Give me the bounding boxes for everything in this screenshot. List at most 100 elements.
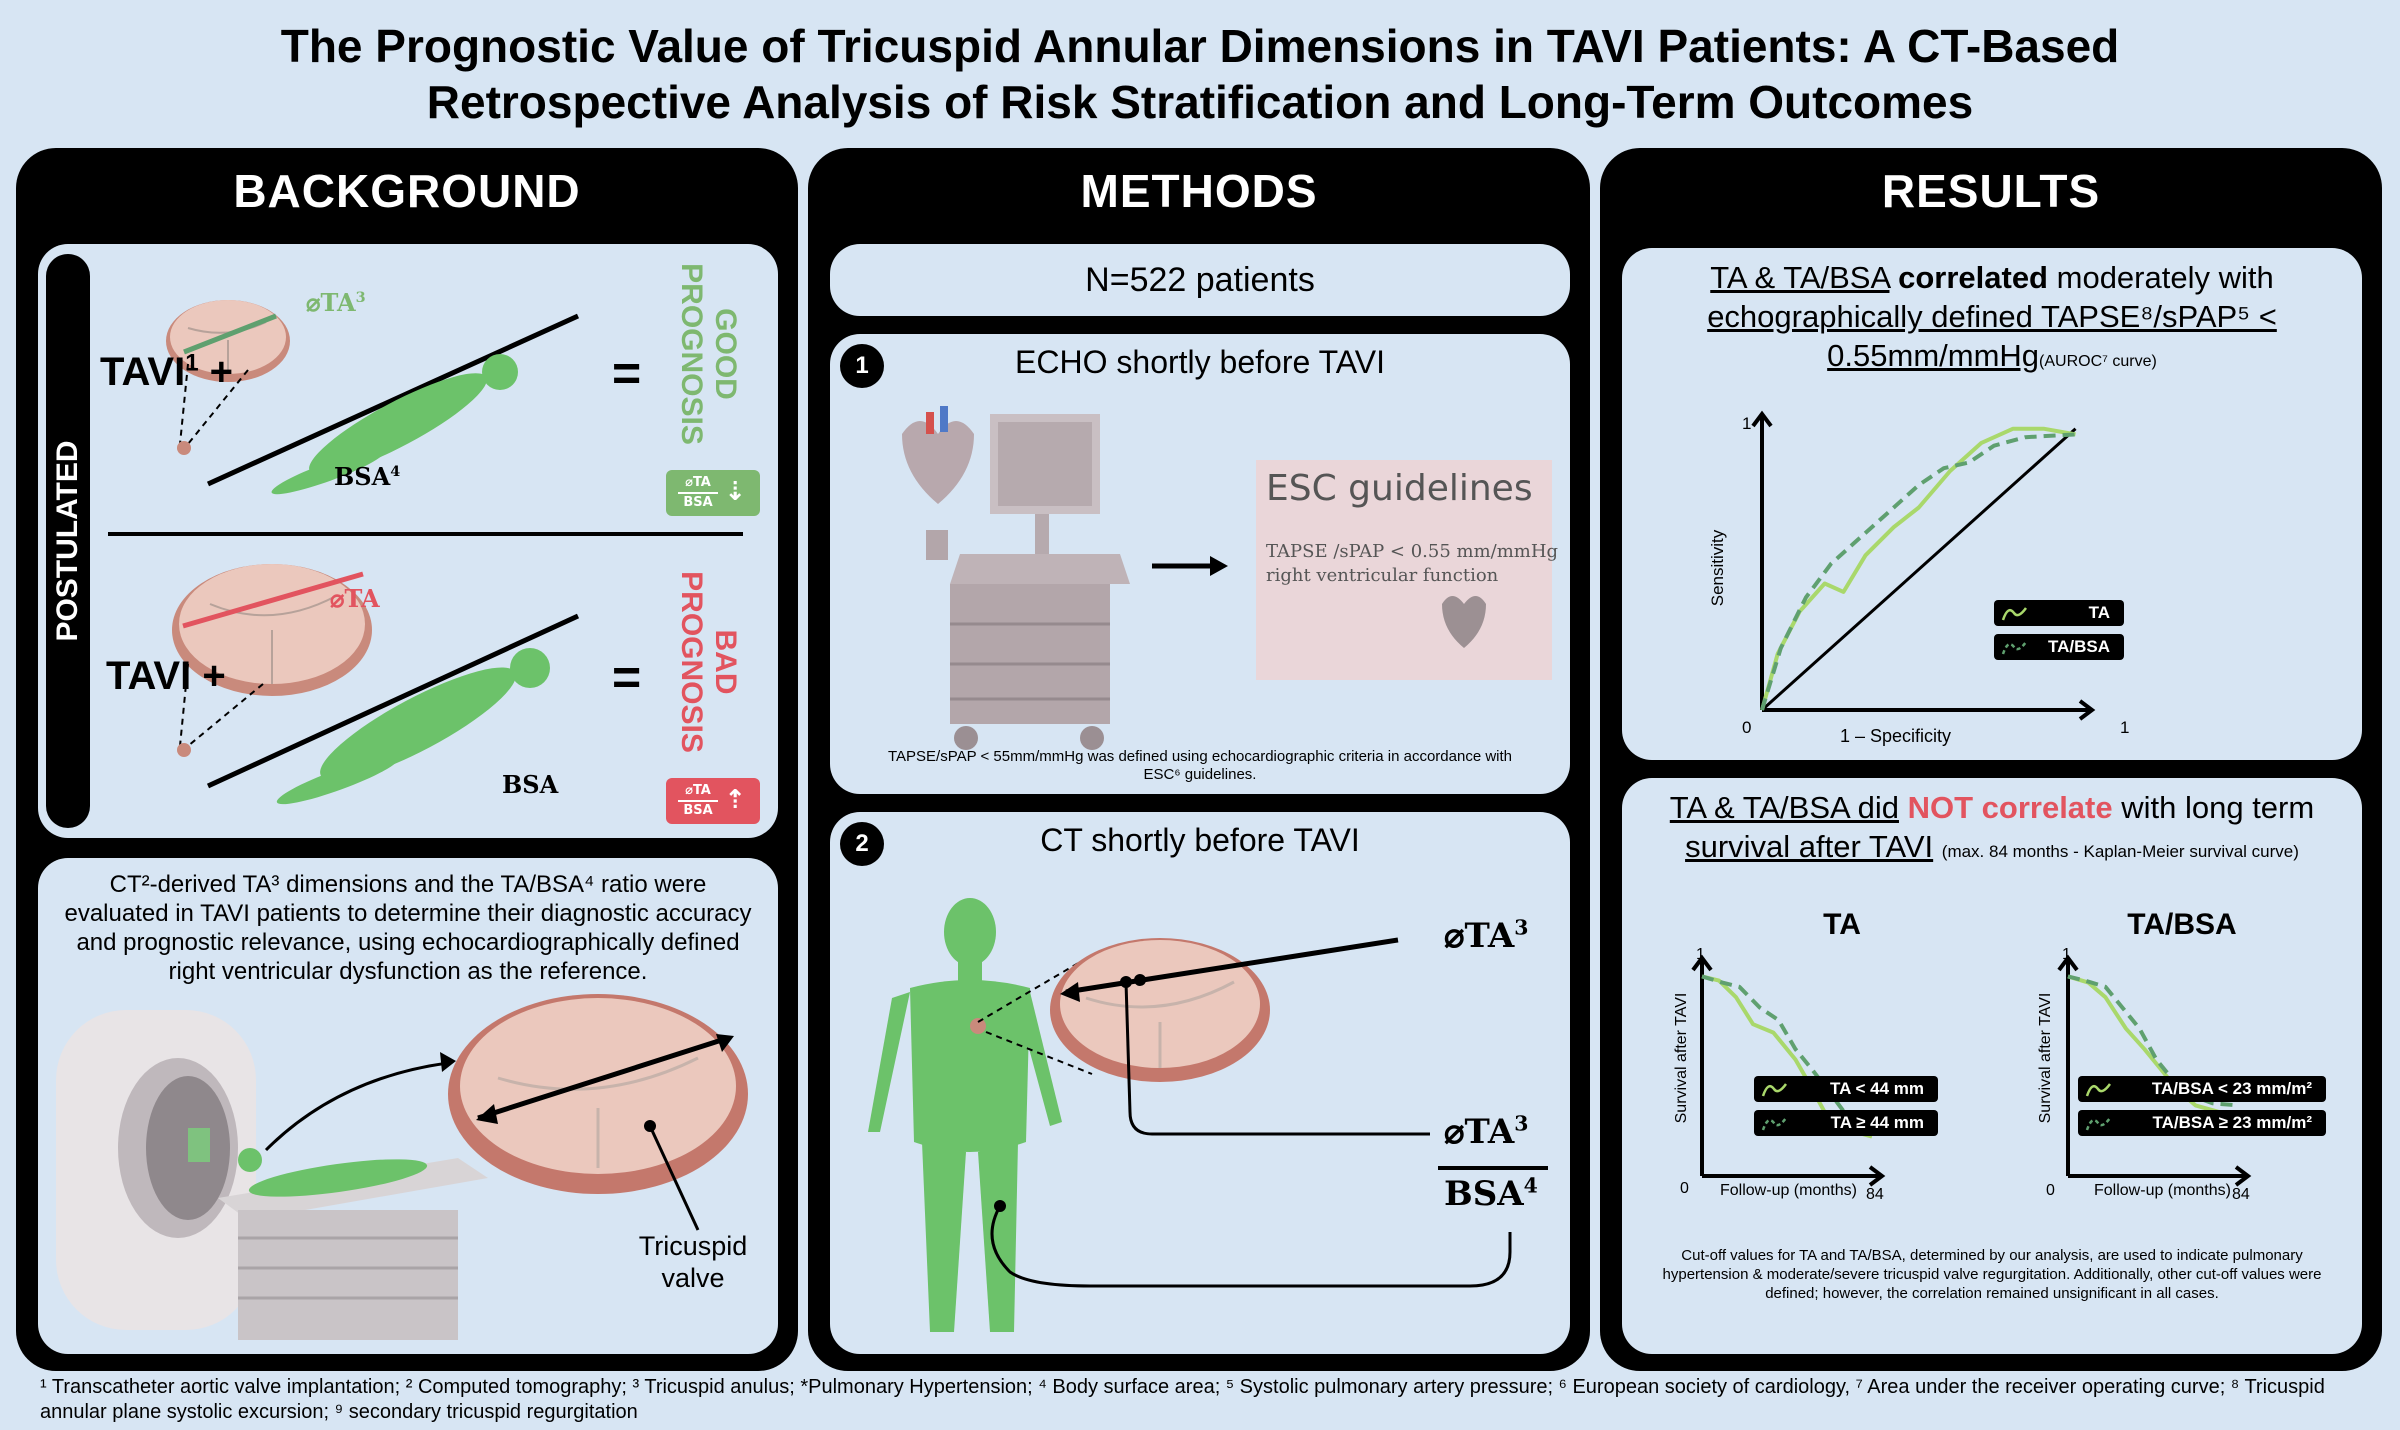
survival-left-xlabel: Follow-up (months) [1720,1182,1857,1199]
echo-step-note: TAPSE/sPAP < 55mm/mmHg was defined using… [887,748,1513,783]
bad-heart [177,743,191,757]
legend-curve-icon [1761,1117,1788,1131]
good-tavi-label: TAVI1 + [100,349,234,394]
roc-y-arrow-icon [1751,410,1773,428]
good-ta-label: ⌀TA3 [306,288,366,317]
title-line-2: Retrospective Analysis of Risk Stratific… [426,76,1974,128]
legend-curve-icon [1761,1083,1788,1097]
roc-reference-line [1760,427,2077,712]
poster-title: The Prognostic Value of Tricuspid Annula… [0,18,2400,130]
roc-legend-ta: TA [1994,600,2124,626]
bad-prognosis: BAD PROGNOSIS [675,571,742,753]
bad-bsa-label: BSA [502,770,559,799]
background-description: CT²-derived TA³ dimensions and the TA/BS… [64,871,752,985]
bad-valve [172,564,372,696]
good-patient [271,354,518,495]
survival-right-curve-low [2067,974,2239,1118]
roc-y-top: 1 [1742,414,1752,433]
bad-ratio-badge: ⌀TA BSA ⇡ [666,778,760,824]
survival-right-legend-low: TA/BSA < 23 mm/m² [2078,1076,2326,1102]
survival-card: TA & TA/BSA did NOT correlate with long … [1622,778,2362,1354]
background-header: BACKGROUND [233,165,581,217]
tricuspid-valve-label: Tricuspid valve [638,1231,748,1293]
postulated-card: POSTULATED [38,244,778,838]
roc-x-arrow-icon [2078,699,2096,721]
background-description-card: CT²-derived TA³ dimensions and the TA/BS… [38,858,778,1354]
esc-guidelines-text: TAPSE /sPAP < 0.55 mm/mmHg right ventric… [1266,541,1559,586]
good-prognosis: GOOD PROGNOSIS [675,263,742,445]
survival-left-origin: 0 [1680,1180,1689,1197]
survival-right-xlabel: Follow-up (months) [2094,1182,2231,1199]
survival-right-title: TA/BSA [2127,908,2237,941]
roc-x-right: 1 [2120,718,2130,737]
up-arrow-icon: ⇡ [724,785,746,815]
survival-left-title: TA [1823,908,1861,941]
roc-card: TA & TA/BSA correlated moderately with e… [1622,248,2362,760]
survival-left-x-right: 84 [1866,1186,1884,1203]
echo-step-title: ECHO shortly before TAVI [1015,344,1385,380]
survival-right-origin: 0 [2046,1182,2055,1199]
background-illustration [108,300,743,805]
ct-ratio-top: ⌀TA3 [1444,1111,1529,1152]
survival-note: Cut-off values for TA and TA/BSA, determ… [1662,1247,2322,1302]
bad-patient [276,648,550,805]
survival-right-y-arrow-icon [2057,954,2079,972]
results-column: RESULTS TA & TA/BSA correlated moderatel… [1600,148,2382,1371]
good-valve [166,300,290,382]
roc-origin: 0 [1742,718,1752,737]
results-header: RESULTS [1881,165,2101,217]
roc-legend-tabsa: TA/BSA [1994,634,2124,660]
roc-curve-tabsa [1760,432,2076,711]
legend-curve-icon [2001,641,2028,655]
ct-ratio-bottom: BSA4 [1444,1173,1538,1214]
good-bsa-label: BSA4 [334,462,401,491]
survival-left-x-arrow-icon [1868,1165,1886,1187]
survival-right-y-top: 1 [2062,946,2071,963]
patient-count: N=522 patients [1085,261,1315,299]
survival-left-y-arrow-icon [1691,954,1713,972]
survival-left-legend-low: TA < 44 mm [1754,1076,1938,1102]
ct-step-title: CT shortly before TAVI [1040,822,1360,858]
survival-right-ylabel: Survival after TAVI [2037,992,2054,1124]
legend-curve-icon [2001,607,2028,621]
title-line-1: The Prognostic Value of Tricuspid Annula… [280,20,2120,72]
footnote: ¹ Transcatheter aortic valve implantatio… [40,1376,2325,1423]
survival-right-x-right: 84 [2232,1186,2250,1203]
survival-right-curve-high [2067,974,2239,1108]
good-equals: = [612,345,642,401]
legend-curve-icon [2085,1117,2112,1131]
survival-left-legend-high: TA ≥ 44 mm [1754,1110,1938,1136]
esc-guidelines-title: ESC guidelines [1266,468,1533,509]
roc-heading: TA & TA/BSA correlated moderately with e… [1707,260,2277,373]
bad-equals: = [612,649,642,705]
good-ratio-badge: ⌀TA BSA ⇣ [666,470,760,516]
survival-right-x-arrow-icon [2234,1165,2252,1187]
bad-ta-label: ⌀TA [330,584,380,613]
good-heart [177,441,191,455]
ct-ta-label: ⌀TA3 [1444,915,1529,956]
legend-curve-icon [2085,1083,2112,1097]
patient-count-card: N=522 patients [830,244,1570,316]
methods-header: METHODS [1080,165,1318,217]
background-column: BACKGROUND POSTULATED [16,148,798,1371]
bad-tavi-label: TAVI + [106,654,226,698]
ct-body-illustration [868,898,1548,1332]
step-1-number: 1 [840,344,884,388]
survival-left-y-top: 1 [1696,946,1705,963]
echo-machine-illustration [902,406,1552,750]
human-figure [868,898,1062,1332]
postulated-bar: POSTULATED [46,254,90,828]
roc-xlabel: 1 – Specificity [1840,726,1952,746]
echo-step-card: 1 ECHO shortly before TAVI [830,334,1570,794]
survival-left-ylabel: Survival after TAVI [1673,992,1690,1124]
survival-right-legend-high: TA/BSA ≥ 23 mm/m² [2078,1110,2326,1136]
survival-left-curve-high [1701,974,1873,1135]
ct-step-card: 2 CT shortly before TAVI [830,812,1570,1354]
roc-ylabel: Sensitivity [1708,529,1727,607]
roc-chart [1751,410,2096,721]
methods-column: METHODS N=522 patients 1 ECHO shortly be… [808,148,1590,1371]
ct-scanner-illustration [56,994,748,1340]
survival-heading: TA & TA/BSA did NOT correlate with long … [1669,790,2315,864]
down-arrow-icon: ⇣ [724,477,746,507]
step-2-number: 2 [840,822,884,866]
